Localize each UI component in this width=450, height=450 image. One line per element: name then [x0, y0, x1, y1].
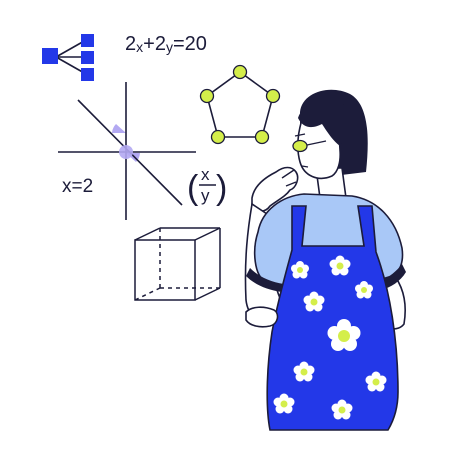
equation-var-a: x [136, 39, 143, 55]
flower [329, 255, 351, 276]
thinking-hand [251, 166, 299, 213]
glasses-icon [292, 139, 327, 153]
student-figure [244, 89, 406, 431]
flower-pattern [273, 255, 387, 420]
equation-plus: + [143, 33, 155, 55]
left-sleeve-cuff [246, 268, 284, 292]
flower [365, 371, 387, 392]
tree-diagram-icon [42, 34, 94, 81]
flower [331, 399, 353, 420]
pentagon-graph-icon [199, 64, 281, 145]
flower [355, 281, 373, 299]
cube-icon [134, 227, 221, 301]
equation-result: =20 [173, 33, 207, 55]
eyebrow [294, 133, 306, 137]
intersection-point [119, 145, 133, 159]
equation-var-b: y [166, 39, 173, 55]
angle-marker-top [112, 124, 126, 133]
flower [303, 291, 325, 312]
lower-hand [245, 306, 279, 328]
flower [291, 261, 309, 279]
hair-front [298, 100, 350, 146]
fraction-vector: ( x y ) [187, 165, 227, 207]
fraction-denominator: y [201, 186, 210, 205]
equation-coef-a: 2 [125, 33, 136, 55]
equation-text: 2x+2y=20 [125, 33, 207, 55]
flower [293, 361, 315, 382]
flower [273, 393, 295, 414]
line-intersection-graph [58, 82, 196, 220]
x-equals-label: x=2 [62, 176, 93, 197]
equation-coef-b: 2 [155, 33, 166, 55]
fraction-numerator: x [201, 165, 210, 184]
mouth [301, 165, 309, 168]
fraction-right-paren: ) [216, 169, 227, 207]
flower-large [327, 319, 361, 351]
fraction-left-paren: ( [187, 169, 199, 207]
